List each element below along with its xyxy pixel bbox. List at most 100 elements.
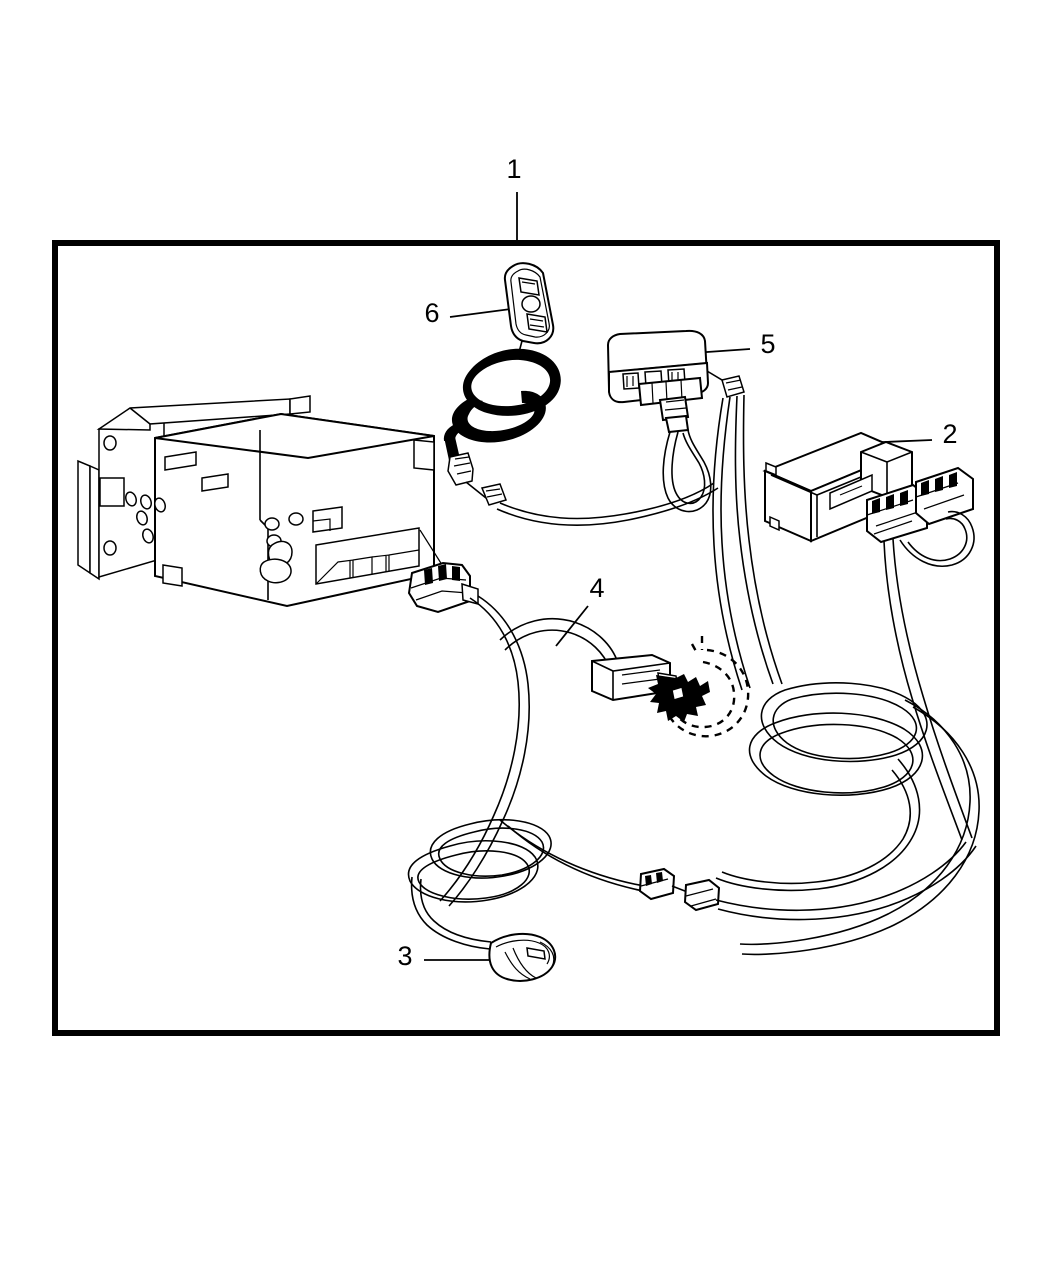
harness-lower-cable-2 — [507, 825, 649, 893]
remote-cord-link — [465, 481, 487, 499]
sensor-coil-2-inner — [417, 850, 530, 900]
radio-bottom-tab — [162, 564, 183, 587]
radio-chassis-top — [154, 412, 435, 460]
bracket-top-bend — [129, 407, 151, 425]
radio-connector-bay-ribs — [315, 549, 420, 585]
receiver-side-connector — [721, 375, 745, 398]
receiver-plug-collar — [664, 414, 690, 434]
control-module-cable-down1 — [883, 540, 963, 841]
bracket-top-tab — [289, 395, 311, 415]
receiver-port-1-pins — [626, 376, 634, 387]
coil-loop-2-outer — [748, 712, 924, 796]
remote-cord-bend — [443, 424, 463, 441]
sensor-body-crease-2 — [512, 947, 537, 979]
radio-small-port-detail — [312, 518, 331, 531]
coil-loop-2-inner — [759, 723, 914, 794]
harness-radio-plug-pins — [424, 564, 460, 585]
sensor-lens-window — [526, 947, 546, 960]
harness-right-cable-2 — [717, 845, 977, 921]
callout-label-5: 5 — [760, 329, 775, 359]
receiver-side-connector-lines — [725, 379, 743, 391]
receiver-loop-wire-outer — [662, 429, 712, 513]
coil-loop-1-inner — [772, 692, 918, 760]
remote-cord-loop-outer — [462, 348, 561, 416]
remote-button-top-detail — [521, 281, 536, 285]
inline-coupler-left-rib — [640, 878, 669, 887]
receiver-cable-b1 — [720, 396, 751, 689]
radio-connector-bay-dividers — [349, 556, 387, 578]
phantom-routing-outer — [666, 648, 750, 738]
cable-coil-bundle — [715, 682, 980, 956]
callout-label-6: 6 — [424, 298, 439, 328]
control-module-cable-down2 — [892, 538, 973, 839]
remote-button-round — [521, 295, 541, 313]
radio-vent-4 — [136, 510, 148, 526]
sensor-coil-1-inner — [437, 827, 545, 877]
bracket-slot — [99, 477, 125, 507]
kit-boundary-box — [52, 240, 1000, 1036]
harness-plug-right — [915, 466, 974, 526]
harness-plug-right-ribs — [915, 482, 965, 510]
harness-to-radio-leader — [419, 529, 445, 569]
callout-label-1: 1 — [506, 154, 521, 184]
control-module-cable-loop1 — [899, 510, 975, 567]
sensor-coil-1-outer — [429, 818, 552, 879]
harness-terminal-highlight — [671, 686, 685, 701]
remote-fob-inner-bezel — [510, 268, 550, 338]
receiver-cable-b2 — [712, 397, 743, 691]
harness-plug-left-pins — [872, 490, 908, 514]
callout-labels: 1 2 3 4 5 6 — [397, 154, 957, 971]
receiver-plug-body — [658, 395, 690, 422]
coil-sweep-outer-1 — [739, 699, 971, 946]
control-module-assembly — [762, 431, 975, 841]
harness-radio-plug-ribs — [410, 577, 469, 601]
sensor-tail-edge — [539, 941, 555, 968]
harness-main-cable-1 — [439, 597, 521, 902]
phantom-routing-stub — [690, 636, 704, 654]
bracket-outer-flange — [77, 459, 91, 575]
radio-hole-2 — [288, 512, 304, 526]
radio-tab-a — [164, 451, 197, 471]
ir-sensor-assembly — [407, 818, 557, 982]
remote-cord-loop-lower — [451, 390, 546, 443]
harness-plug-right-pins — [921, 472, 957, 496]
leader-line-4 — [555, 605, 589, 647]
callout-label-3: 3 — [397, 941, 412, 971]
bracket-screw-hole-bottom — [103, 540, 117, 556]
sensor-coil-2-outer — [407, 840, 539, 903]
callout-label-4: 4 — [589, 573, 604, 603]
receiver-loop-wire-inner — [671, 431, 706, 505]
radio-vent-1 — [125, 491, 137, 507]
wiring-harness-assembly — [407, 529, 977, 921]
remote-cord-connector-a-lines — [453, 456, 472, 475]
bracket-screw-hole-top — [103, 435, 117, 451]
leader-line-6 — [449, 308, 512, 318]
receiver-cable-a1 — [734, 395, 774, 685]
harness-main-cable-2 — [448, 595, 531, 907]
control-module-cable-loop2 — [907, 517, 968, 562]
callout-label-2: 2 — [942, 419, 957, 449]
receiver-cable-a2 — [742, 394, 783, 685]
remote-cord-connector-b — [480, 483, 507, 506]
receiver-plug-body-lines — [664, 399, 687, 411]
receiver-module-assembly — [606, 329, 783, 691]
harness-plug-left-ribs — [866, 499, 919, 535]
receiver-ribbon-plug — [637, 376, 704, 407]
radio-head-unit — [77, 395, 435, 608]
inline-coupler-right — [683, 878, 721, 912]
radio-hole-1 — [264, 517, 280, 531]
radio-vent-5 — [142, 528, 154, 544]
radio-vent-3 — [154, 497, 166, 513]
control-module-slot-lines — [839, 485, 863, 496]
coil-sweep-outer-2 — [741, 706, 980, 956]
coil-sweep-mid-1 — [715, 758, 921, 892]
harness-branch-top — [499, 617, 619, 664]
inline-coupler-left-pins — [645, 872, 663, 886]
radio-vent-2 — [140, 494, 152, 510]
remote-transmitter-assembly — [443, 262, 719, 526]
radio-tab-b — [201, 473, 229, 492]
sensor-body-highlight — [495, 939, 550, 965]
radio-corner-tab-right — [413, 439, 435, 471]
